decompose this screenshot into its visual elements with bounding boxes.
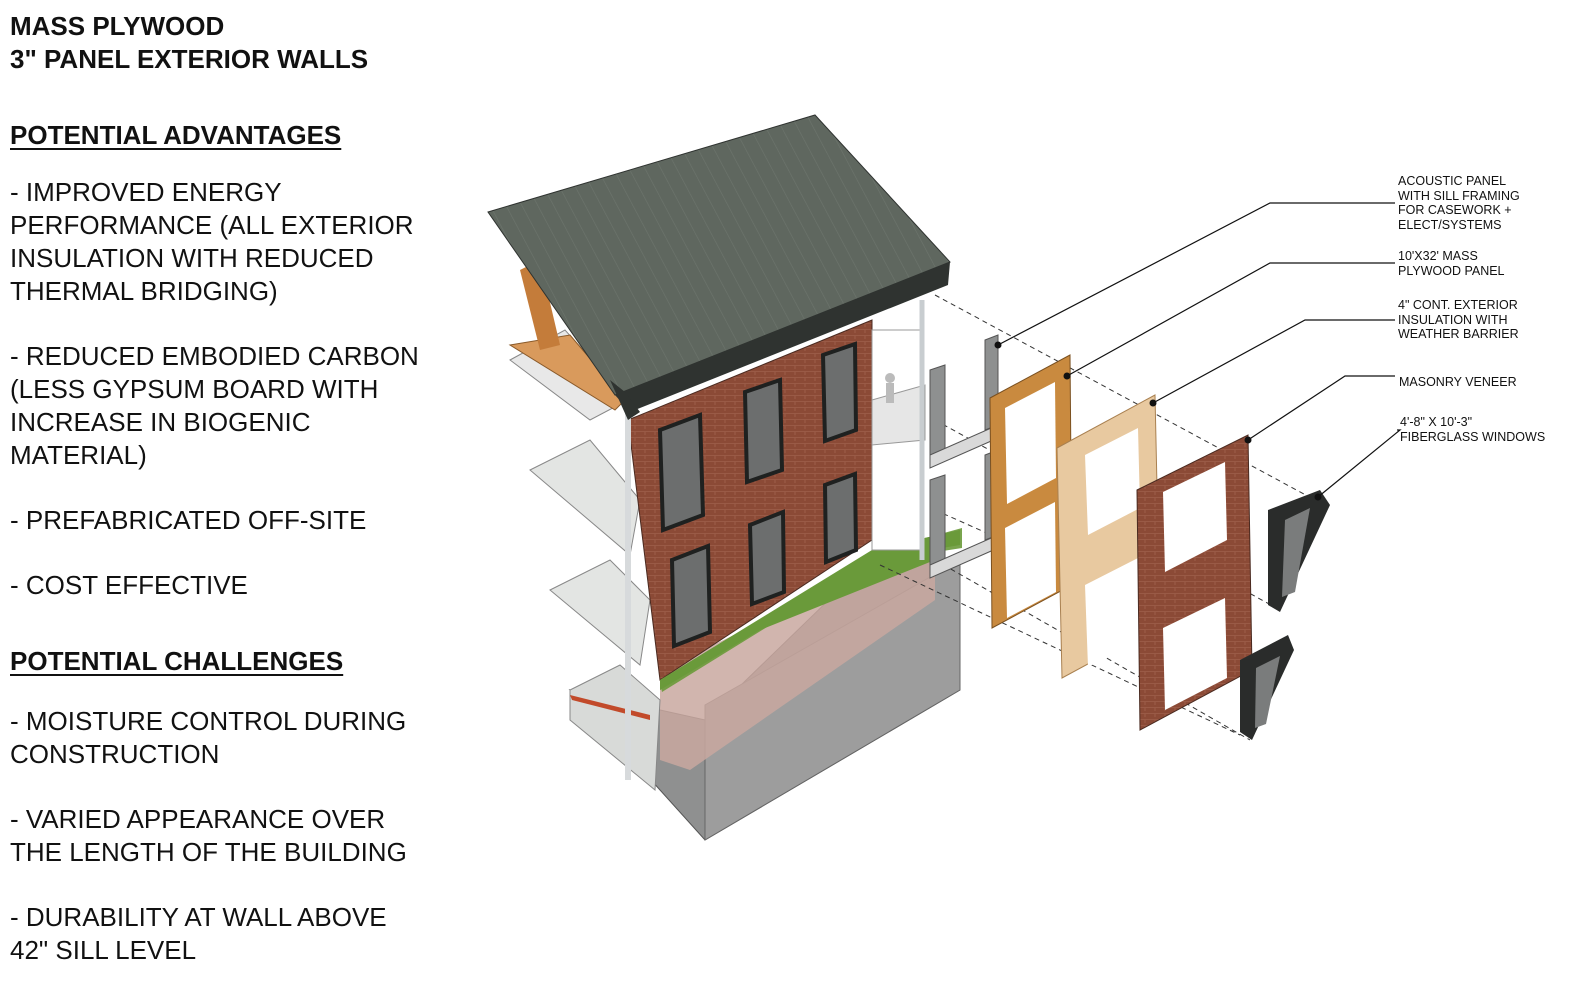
challenge-item: - DURABILITY AT WALL ABOVE 42" SILL LEVE… [10,902,387,965]
advantage-item: - IMPROVED ENERGY PERFORMANCE (ALL EXTER… [10,177,414,306]
advantages-heading: POTENTIAL ADVANTAGES [10,120,342,150]
title-block: MASS PLYWOOD 3" PANEL EXTERIOR WALLS [10,10,368,76]
advantage-item: - COST EFFECTIVE [10,570,248,600]
wall-assembly-diagram [487,114,1402,841]
callout-masonry-veneer: MASONRY VENEER [1399,375,1517,389]
acoustic-panel [929,334,999,579]
callout-insulation: 4" CONT. EXTERIOR INSULATION WITH WEATHE… [1398,298,1519,341]
advantage-item: - REDUCED EMBODIED CARBON (LESS GYPSUM B… [10,341,419,470]
leader-lines [997,202,1402,498]
title-line-1: MASS PLYWOOD [10,11,225,41]
plywood-panel [989,354,1073,629]
challenges-list: - MOISTURE CONTROL DURING CONSTRUCTION -… [10,705,407,999]
fiberglass-windows [1240,490,1330,740]
facade-windows [657,341,859,649]
callout-windows: 4'-8" x 10'-3" FIBERGLASS WINDOWS [1400,415,1546,444]
foundation [568,540,961,841]
callout-acoustic-panel: ACOUSTIC PANEL WITH SILL FRAMING FOR CAS… [1398,174,1520,232]
masonry-veneer-panel [1136,434,1253,731]
callout-plywood-panel: 10'x32' MASS PLYWOOD PANEL [1398,249,1505,278]
advantages-list: - IMPROVED ENERGY PERFORMANCE (ALL EXTER… [10,176,419,634]
challenges-heading: POTENTIAL CHALLENGES [10,646,344,676]
side-structure [625,300,926,780]
title-line-2: 3" PANEL EXTERIOR WALLS [10,44,369,74]
advantage-item: - PREFABRICATED OFF-SITE [10,505,367,535]
challenge-item: - MOISTURE CONTROL DURING CONSTRUCTION [10,706,407,769]
leader-dots [994,341,1322,501]
challenge-item: - VARIED APPEARANCE OVER THE LENGTH OF T… [10,804,407,867]
roof [487,114,951,420]
